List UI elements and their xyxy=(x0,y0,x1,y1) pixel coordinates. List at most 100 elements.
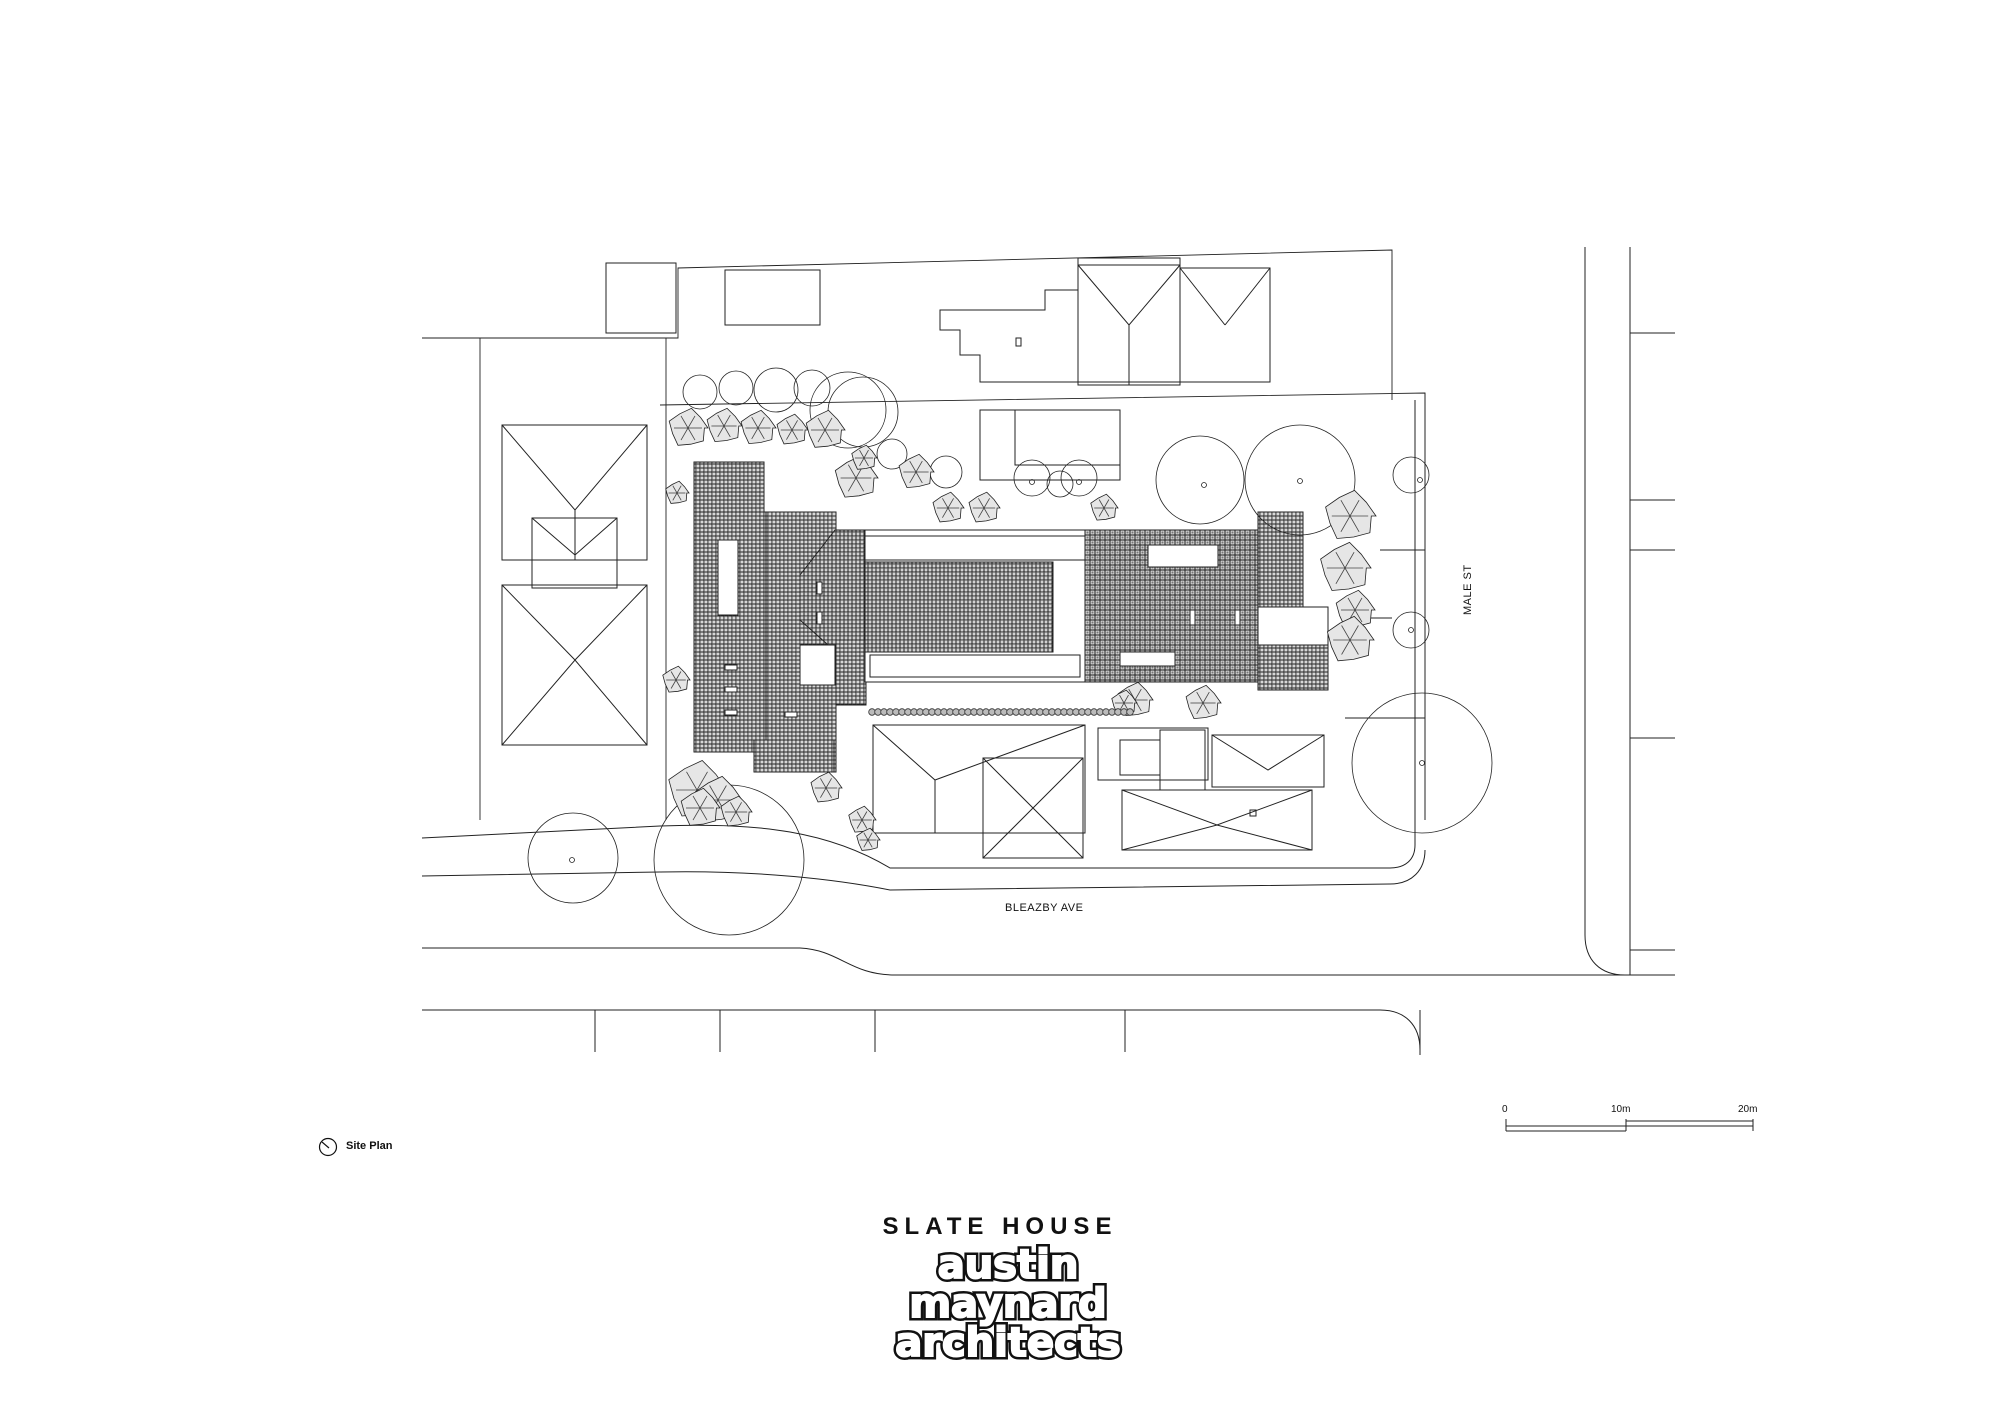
tree-branch xyxy=(825,787,832,798)
tree-branch xyxy=(709,785,719,801)
street-label-south: BLEAZBY AVE xyxy=(1005,902,1084,914)
tree-outline xyxy=(1351,692,1493,834)
tree-branch xyxy=(1349,515,1360,532)
tree-branch xyxy=(859,457,865,467)
tree-branch xyxy=(791,429,798,440)
tree-outline xyxy=(1392,611,1430,649)
tree-trunk xyxy=(1201,482,1207,488)
neighbour-buildings xyxy=(501,257,1325,859)
tree-branch xyxy=(735,802,742,813)
tree-branch xyxy=(847,477,857,492)
tree-branch xyxy=(786,420,793,431)
project-title: SLATE HOUSE xyxy=(882,1213,1118,1240)
tree-branch xyxy=(817,417,826,431)
tree-branch xyxy=(859,449,865,459)
tree-outline xyxy=(718,370,754,406)
tree-trunk xyxy=(1029,479,1035,485)
tree-branch xyxy=(863,832,869,841)
tree-branch xyxy=(1202,702,1210,715)
tree-branch xyxy=(983,498,990,509)
tree-trunk xyxy=(1297,478,1303,484)
tree-branch xyxy=(786,429,793,440)
tree-branch xyxy=(983,507,990,518)
tree-branch xyxy=(1354,597,1363,611)
tree-branch xyxy=(680,415,689,429)
tree-branch xyxy=(757,416,765,429)
tree-branch xyxy=(1123,694,1129,704)
tree-branch xyxy=(909,460,917,473)
tree-branch xyxy=(696,771,708,791)
scale-tick-0: 0 xyxy=(1502,1104,1508,1115)
scale-tick-20m: 20m xyxy=(1738,1104,1758,1115)
tree-branch xyxy=(1340,515,1351,532)
main-house-roof xyxy=(693,461,1329,773)
logo-line-1-inner: austin xyxy=(938,1242,1079,1288)
tree-branch xyxy=(1341,639,1351,655)
tree-branch xyxy=(978,507,985,518)
tree-branch xyxy=(1196,691,1204,704)
tree-branch xyxy=(915,460,923,473)
tree-branch xyxy=(1202,691,1210,704)
tree-branch xyxy=(723,414,731,427)
north-arrow-icon xyxy=(318,1137,338,1157)
tree-branch xyxy=(676,485,682,494)
tree-branch xyxy=(730,802,737,813)
tree-branch xyxy=(670,671,677,681)
tree-branch xyxy=(947,498,954,509)
tree-branch xyxy=(855,477,865,492)
tree-branch xyxy=(1347,597,1356,611)
tree-branch xyxy=(1196,702,1204,715)
scale-bar xyxy=(1505,1119,1754,1132)
tree-branch xyxy=(717,414,725,427)
tree-branch xyxy=(867,839,873,848)
tree-branch xyxy=(978,498,985,509)
tree-outline xyxy=(1244,424,1356,536)
tree-branch xyxy=(909,471,917,484)
tree-branch xyxy=(820,778,827,789)
tree-branch xyxy=(942,498,949,509)
tree-trunk xyxy=(1417,477,1423,483)
tree-branch xyxy=(1335,567,1346,584)
tree-branch xyxy=(1098,507,1105,517)
tree-outline xyxy=(682,374,718,410)
tree-outline xyxy=(1155,435,1245,525)
tree-trunk xyxy=(1408,627,1414,633)
logo-line-2: maynard xyxy=(909,1281,1106,1327)
tree-branch xyxy=(730,811,737,822)
logo-line-1: austin xyxy=(938,1242,1079,1288)
tree-branch xyxy=(1344,567,1355,584)
tree-outline xyxy=(527,812,619,904)
tree-branch xyxy=(1340,500,1351,517)
tree-outline xyxy=(809,371,887,449)
trees xyxy=(527,367,1493,936)
tree-branch xyxy=(675,679,682,689)
tree-branch xyxy=(942,507,949,518)
tree-branch xyxy=(1098,499,1105,509)
tree-branch xyxy=(847,464,857,479)
tree-branch xyxy=(947,507,954,518)
tree-outline xyxy=(1392,456,1430,494)
tree-branch xyxy=(825,778,832,789)
tree-branch xyxy=(1119,694,1125,704)
tree-branch xyxy=(692,807,701,821)
tree-branch xyxy=(735,811,742,822)
scale-tick-10m: 10m xyxy=(1611,1104,1631,1115)
tree-branch xyxy=(717,425,725,438)
tree-branch xyxy=(699,795,708,809)
tree-branch xyxy=(717,785,727,801)
hedge-shrub xyxy=(1126,708,1134,716)
tree-branch xyxy=(856,819,863,829)
tree-branch xyxy=(867,832,873,841)
architect-logo: austin maynard architects austin maynard… xyxy=(892,1240,1125,1370)
tree-branch xyxy=(1349,500,1360,517)
tree-trunk xyxy=(1419,760,1425,766)
tree-branch xyxy=(672,492,678,501)
tree-trunk xyxy=(569,857,575,863)
tree-outline xyxy=(929,455,963,489)
tree-branch xyxy=(1103,507,1110,517)
logo-line-3-inner: architects xyxy=(895,1320,1121,1366)
tree-branch xyxy=(675,671,682,681)
tree-branch xyxy=(820,787,827,798)
tree-outline xyxy=(876,438,908,470)
tree-branch xyxy=(692,795,701,809)
